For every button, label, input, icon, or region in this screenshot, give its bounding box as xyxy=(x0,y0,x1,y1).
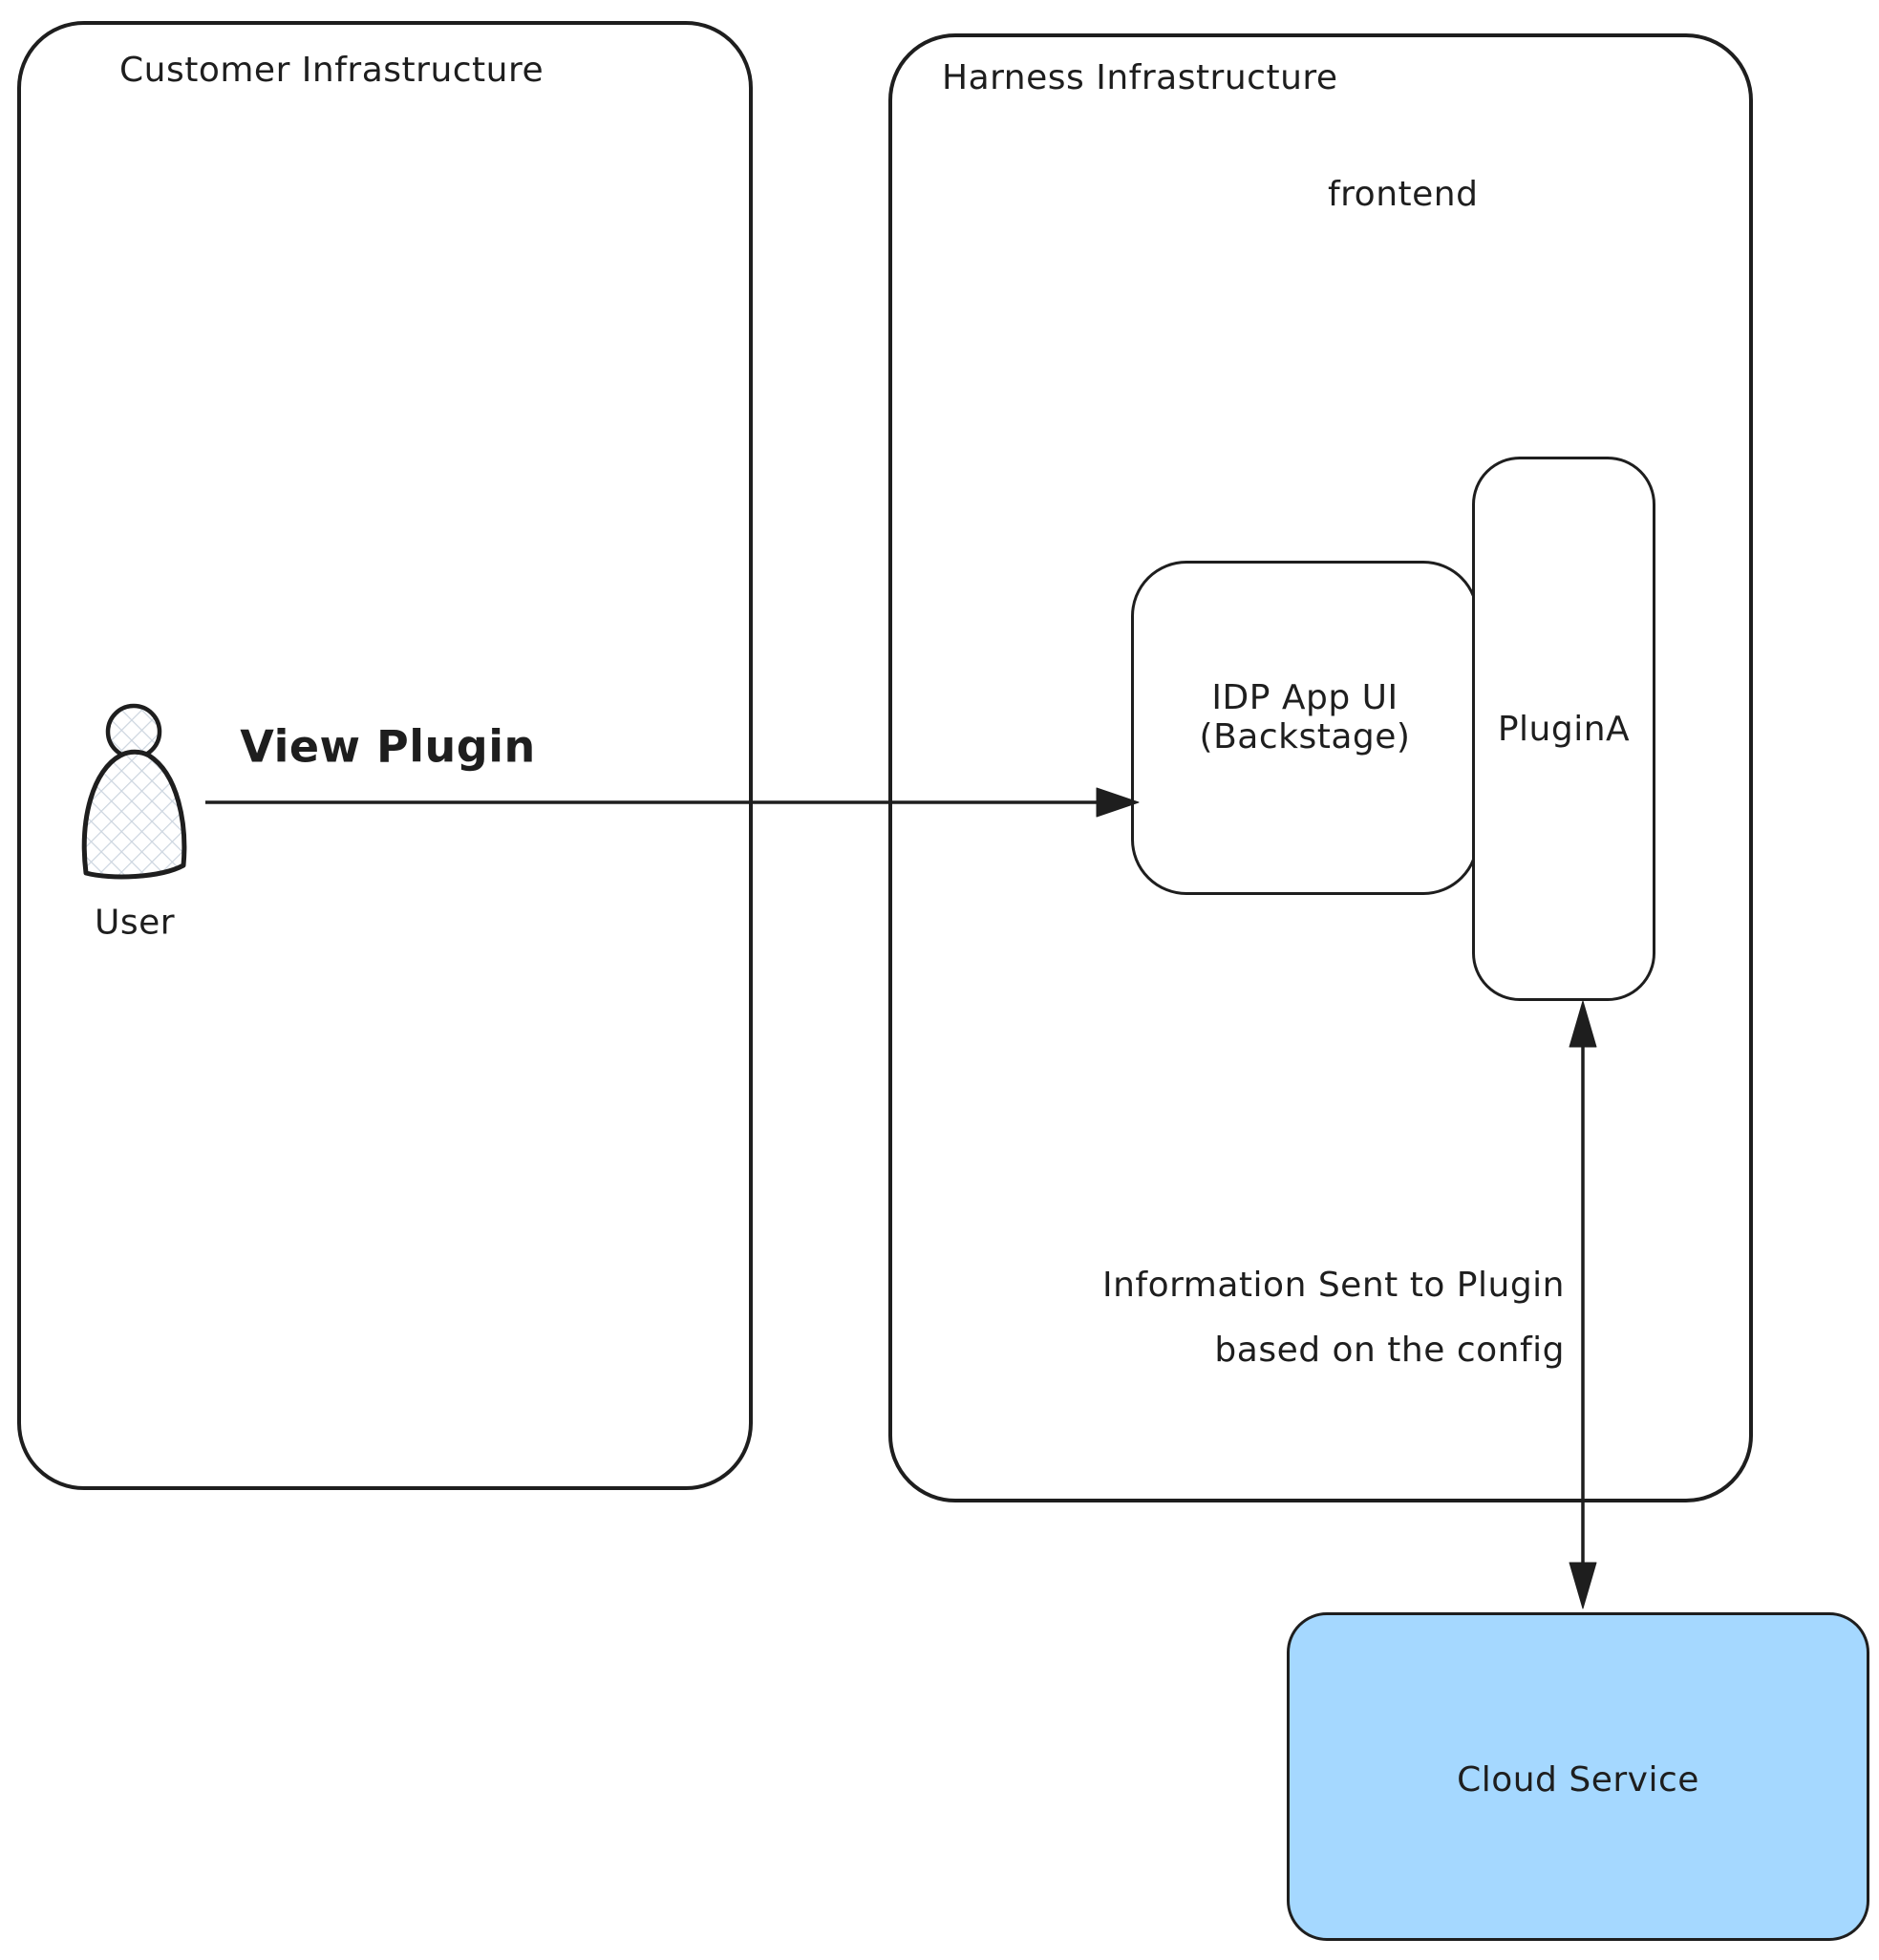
customer-infrastructure-label: Customer Infrastructure xyxy=(119,51,544,90)
cloud-service-label: Cloud Service xyxy=(1457,1760,1699,1800)
cloud-service-box: Cloud Service xyxy=(1287,1612,1869,1941)
info-sent-edge-label-line1: Information Sent to Plugin xyxy=(1102,1266,1565,1305)
view-plugin-edge-label: View Plugin xyxy=(240,720,536,773)
info-sent-edge-label-line2: based on the config xyxy=(1214,1331,1565,1370)
idp-app-ui-box: IDP App UI (Backstage) xyxy=(1131,561,1479,895)
user-label: User xyxy=(94,903,176,943)
plugin-a-box: PluginA xyxy=(1472,457,1655,1001)
frontend-label: frontend xyxy=(1328,175,1479,214)
idp-app-ui-label: IDP App UI (Backstage) xyxy=(1199,678,1411,756)
plugin-a-label: PluginA xyxy=(1497,710,1631,749)
harness-infrastructure-label: Harness Infrastructure xyxy=(942,58,1338,97)
